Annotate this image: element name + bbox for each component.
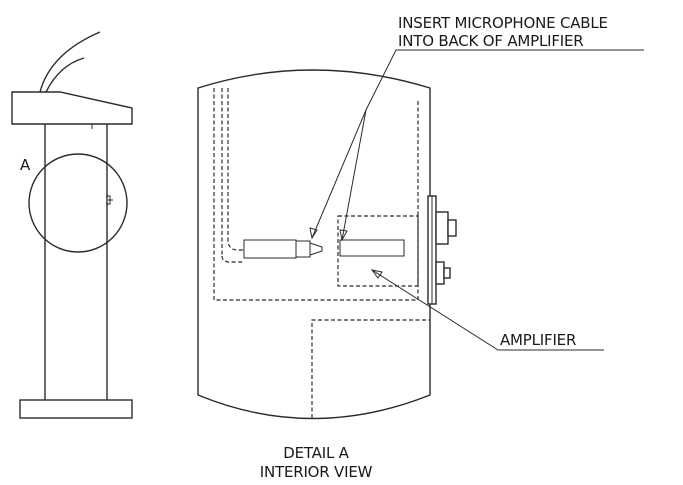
- amplifier-callout-leader: [371, 269, 604, 351]
- interior-body-outline: [197, 69, 431, 420]
- microphone-cable-2: [45, 57, 85, 93]
- amplifier-label: AMPLIFIER: [500, 331, 576, 349]
- detail-a-interior: [197, 49, 644, 420]
- detail-marker-label: A: [20, 156, 31, 174]
- insert-callout-leader: [311, 49, 644, 239]
- cable-channel-hidden: [221, 88, 244, 256]
- inner-enclosure-hidden: [213, 88, 419, 301]
- podium-top: [11, 91, 133, 125]
- caption-line1: DETAIL A: [283, 444, 349, 462]
- detail-circle: [28, 153, 128, 253]
- amplifier-hidden: [337, 215, 419, 287]
- podium-side-view: A: [11, 31, 133, 419]
- detail-hardware: [106, 195, 113, 205]
- insert-callout-line2: INTO BACK OF AMPLIFIER: [398, 32, 584, 50]
- lower-compartment-hidden: [311, 319, 430, 418]
- insert-callout-line1: INSERT MICROPHONE CABLE: [398, 14, 608, 32]
- amplifier-input-jack: [339, 239, 405, 257]
- microphone-cable-1: [39, 31, 101, 93]
- caption-line2: INTERIOR VIEW: [260, 463, 373, 481]
- podium-base: [19, 399, 133, 419]
- mic-cable-connector: [243, 239, 297, 259]
